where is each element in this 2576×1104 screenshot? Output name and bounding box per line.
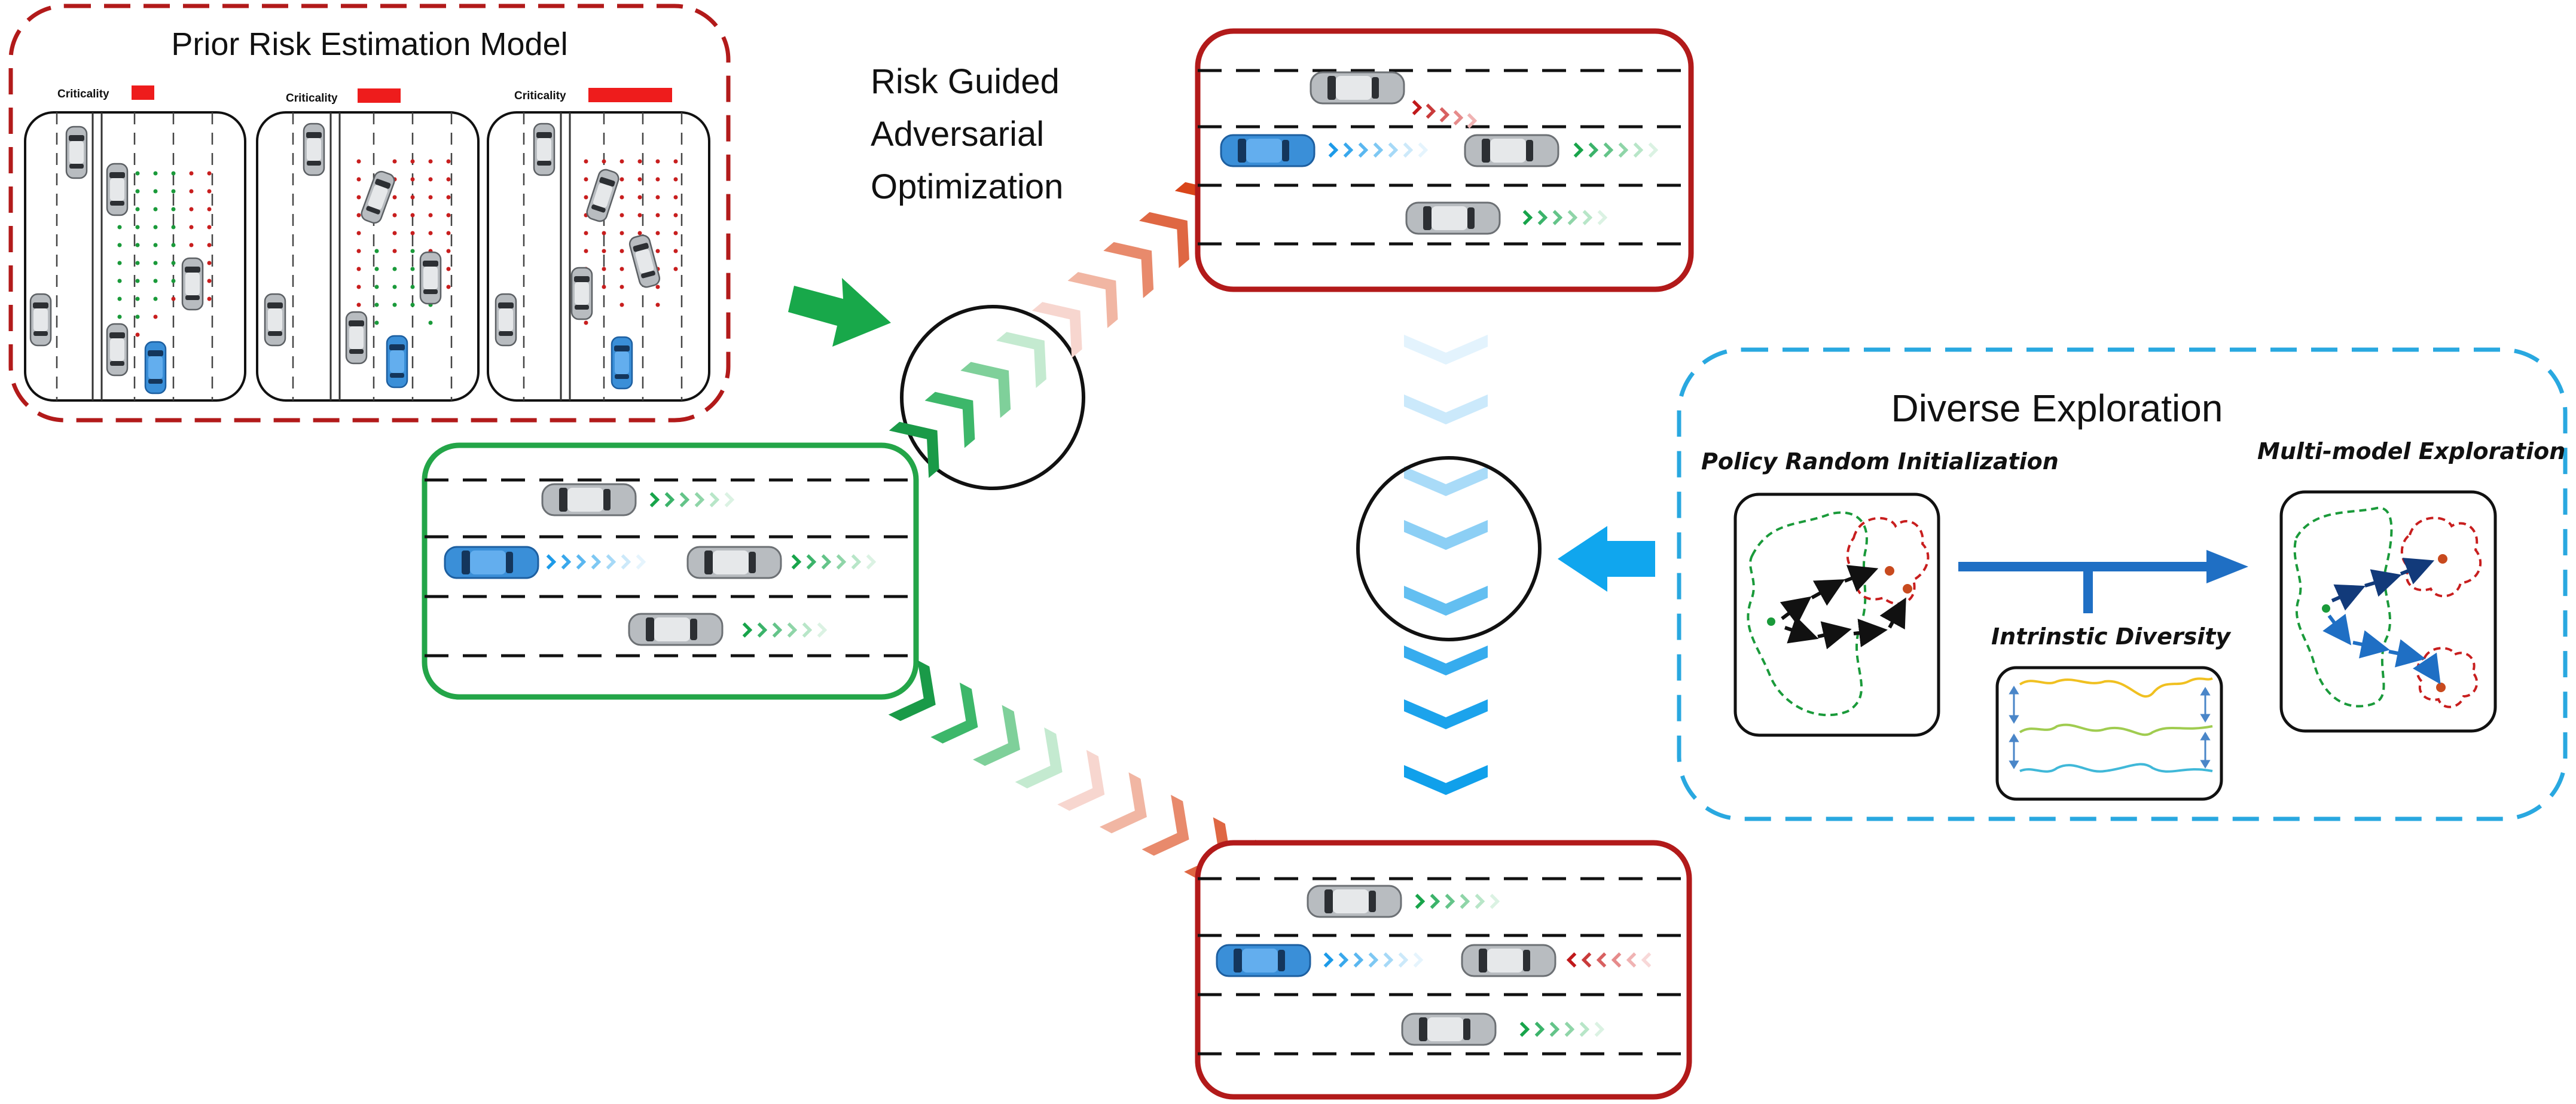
scenario-subpanel-2: Criticality [256,88,480,402]
criticality-label: Criticality [514,90,566,102]
upper-optimizer [889,167,1243,490]
policy-label: Policy Random Initialization [1701,448,2059,475]
intrinsic-label: Intrinstic Diversity [1991,623,2232,650]
vertical-optimization-flow [1356,335,1542,795]
traffic-car [419,251,442,305]
target-point [1903,584,1912,594]
diverse-title: Diverse Exploration [1891,387,2223,430]
ego-car [444,546,539,579]
intrinsic-diversity-box [1995,666,2223,801]
diverse-exploration-panel: Diverse Exploration Policy Random Initia… [1677,347,2568,821]
original-scenario [422,442,919,700]
adversarial-scenario-bottom [1195,840,1692,1100]
prior-risk-frame [8,4,731,423]
criticality-bar [588,88,672,102]
multi-model-label: Multi-model Exploration [2257,438,2565,464]
criticality-bar [132,85,154,100]
connector-stem [2083,567,2093,613]
traffic-car [1307,885,1402,918]
safe-region [2293,506,2393,708]
risk-region [1846,517,1930,605]
adversarial-scenario-top [1195,28,1694,292]
prior-risk-panel: Prior Risk Estimation Model Criticality … [8,4,731,423]
traffic-car [29,293,52,347]
traffic-car [106,323,129,377]
traffic-car [65,126,88,179]
ego-car [144,341,167,394]
blue-flow-arrow [1558,526,1655,592]
scenario-subpanel-1: Criticality [24,85,246,402]
traffic-car [570,267,593,320]
ego-car [1216,944,1311,977]
target-point [2438,554,2447,564]
traffic-car [106,163,129,216]
risk-label-line1: Risk Guided [871,62,1060,101]
traffic-car [533,123,556,176]
green-flow-arrow [788,278,891,347]
risk-label-line2: Adversarial [871,115,1044,154]
traffic-car [541,483,637,516]
traffic-car [181,257,204,311]
criticality-label: Criticality [57,88,109,100]
traffic-car [264,293,286,347]
traffic-car [628,613,724,646]
adversarial-car [1310,71,1405,105]
adversarial-car [1461,944,1556,977]
risk-label-line3: Optimization [871,167,1063,206]
traffic-car [686,546,782,579]
start-point [1767,617,1775,626]
traffic-car [495,293,517,347]
prior-risk-title: Prior Risk Estimation Model [171,26,567,62]
ego-car [386,335,408,389]
risk-guided-label: Risk Guided Adversarial Optimization [871,62,1063,206]
ego-car [1220,134,1316,167]
start-point [2322,604,2330,613]
scenario-subpanel-3: Criticality [487,88,710,402]
middle-circle [1356,456,1542,641]
traffic-car [345,311,368,365]
ego-car [611,336,633,390]
safe-region [1747,511,1868,717]
policy-init-box [1733,493,1940,737]
multi-model-box [2279,490,2497,733]
target-point [1885,566,1894,576]
traffic-car [1401,1013,1497,1046]
criticality-bar [358,88,401,103]
risk-region [2416,647,2479,708]
traffic-car [303,123,325,176]
criticality-label: Criticality [286,92,338,105]
target-point [2436,683,2446,692]
connector-arrowhead [2206,550,2248,583]
traffic-car [1405,201,1501,235]
traffic-car [1464,134,1559,167]
